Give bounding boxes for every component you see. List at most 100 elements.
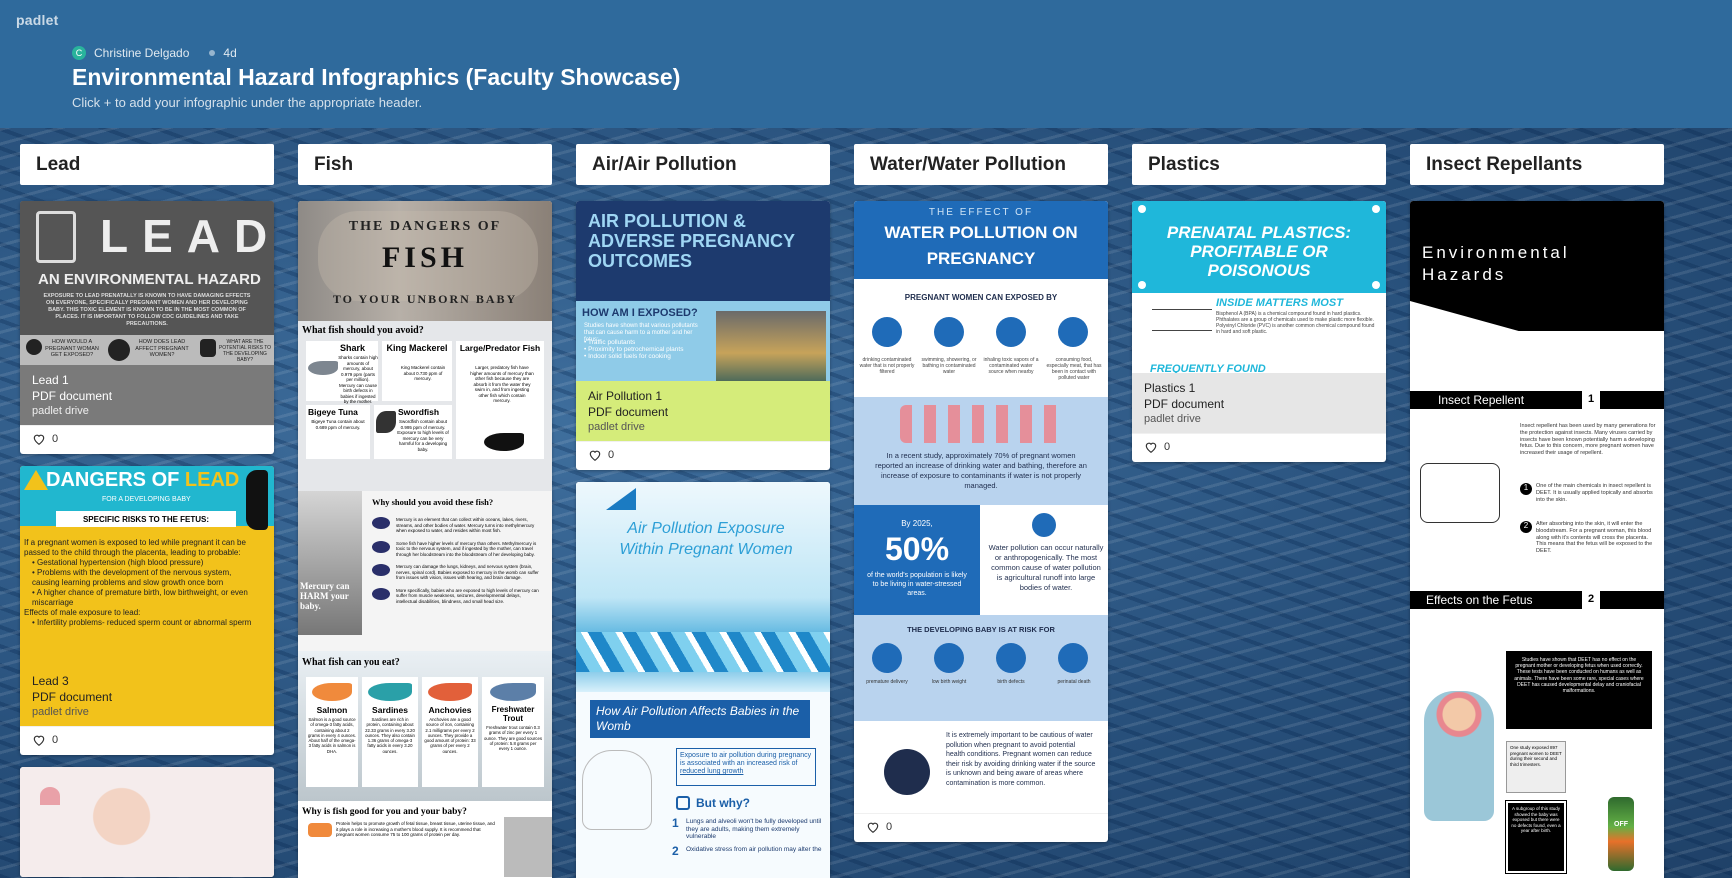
author-avatar[interactable]: C [72, 46, 86, 60]
card-footer: 0 [576, 441, 830, 470]
fish-bullet-icon [372, 540, 390, 553]
column-air-pollution: Air/Air Pollution AIR POLLUTION & ADVERS… [576, 144, 830, 878]
pregnant-silhouette [246, 470, 268, 530]
column-fish: Fish THE DANGERS OF FISH TO YOUR UNBORN … [298, 144, 552, 878]
post-type: PDF document [588, 405, 669, 419]
author-row: C Christine Delgado 4d [72, 46, 237, 60]
card-meta[interactable]: Lead 1 PDF document padlet drive [20, 365, 274, 425]
lungs-icon [582, 750, 652, 830]
column-header-water-pollution[interactable]: Water/Water Pollution [854, 144, 1108, 185]
molecule-icon [1152, 309, 1212, 331]
heart-icon[interactable] [866, 820, 880, 834]
baby-icon [934, 643, 964, 673]
anchovy-icon [428, 683, 472, 701]
post-thumbnail[interactable]: THE EFFECT OF WATER POLLUTION ON PREGNAN… [854, 201, 1108, 813]
post-type: PDF document [32, 690, 113, 704]
food-photo [504, 817, 552, 877]
column-water-pollution: Water/Water Pollution THE EFFECT OF WATE… [854, 144, 1108, 842]
card-footer: 0 [1132, 433, 1386, 462]
factory-smoke-illustration [716, 311, 826, 381]
column-insect-repellants: Insect Repellants Environmental Hazards … [1410, 144, 1664, 878]
post-card-fish[interactable]: THE DANGERS OF FISH TO YOUR UNBORN BABY … [298, 201, 552, 878]
heart-icon[interactable] [588, 448, 602, 462]
off-spray-can: OFF [1608, 797, 1634, 871]
card-meta[interactable]: Air Pollution 1 PDF document padlet driv… [576, 381, 830, 441]
column-header-insect-repellants[interactable]: Insect Repellants [1410, 144, 1664, 185]
lead-symbol-icon [108, 339, 130, 361]
post-card-lead-1[interactable]: LEAD AN ENVIRONMENTAL HAZARD EXPOSURE TO… [20, 201, 274, 454]
post-source: padlet drive [588, 421, 645, 433]
baby-crib-icon [200, 339, 216, 357]
post-thumbnail[interactable]: THE DANGERS OF FISH TO YOUR UNBORN BABY … [298, 201, 552, 878]
post-card-baby-photo[interactable] [20, 767, 274, 877]
post-card-air-2[interactable]: Air Pollution Exposure Within Pregnant W… [576, 482, 830, 878]
fish-bullet-icon [372, 564, 390, 576]
pregnant-woman-icon [26, 339, 42, 355]
heart-decoration [40, 787, 60, 805]
tombstone-icon [1058, 643, 1088, 673]
post-source: padlet drive [32, 405, 89, 417]
column-plastics: Plastics PRENATAL PLASTICS: PROFITABLE O… [1132, 144, 1386, 462]
column-lead: Lead LEAD AN ENVIRONMENTAL HAZARD EXPOSU… [20, 144, 274, 877]
trout-icon [490, 683, 536, 701]
geometric-pattern [576, 632, 830, 672]
post-title: Plastics 1 [1144, 381, 1196, 395]
pregnant-belly-icon [884, 749, 930, 795]
post-thumbnail[interactable]: Air Pollution Exposure Within Pregnant W… [576, 482, 830, 878]
faucet-icon [872, 317, 902, 347]
post-age: 4d [223, 46, 237, 60]
column-header-air-pollution[interactable]: Air/Air Pollution [576, 144, 830, 185]
gas-pump-icon [36, 211, 76, 263]
card-meta[interactable]: Lead 3 PDF document padlet drive [20, 666, 274, 726]
padlet-logo[interactable]: padlet [16, 12, 59, 28]
like-count: 0 [52, 734, 59, 746]
women-icons-row [900, 405, 1064, 443]
card-footer: 0 [20, 726, 274, 755]
post-thumbnail[interactable]: LEAD AN ENVIRONMENTAL HAZARD EXPOSURE TO… [20, 201, 274, 381]
column-header-fish[interactable]: Fish [298, 144, 552, 185]
author-name[interactable]: Christine Delgado [94, 46, 190, 60]
salmon-fillet-icon [308, 823, 332, 837]
post-card-lead-3[interactable]: DANGERS OF LEAD FOR A DEVELOPING BABY SP… [20, 466, 274, 755]
heart-icon[interactable] [1144, 440, 1158, 454]
heart-icon[interactable] [32, 733, 46, 747]
fish-bullet-icon [372, 587, 390, 600]
post-thumbnail[interactable]: AIR POLLUTION & ADVERSE PREGNANCY OUTCOM… [576, 201, 830, 381]
post-thumbnail[interactable]: DANGERS OF LEAD FOR A DEVELOPING BABY SP… [20, 466, 274, 666]
shower-icon [934, 317, 964, 347]
baby-photo[interactable] [20, 767, 274, 877]
salmon-icon [312, 683, 352, 701]
post-card-water[interactable]: THE EFFECT OF WATER POLLUTION ON PREGNAN… [854, 201, 1108, 842]
cow-icon [1058, 317, 1088, 347]
paper-plane-icon [606, 488, 636, 510]
pointer-icon [676, 796, 690, 810]
post-title: Lead 3 [32, 674, 69, 688]
heart-icon[interactable] [32, 432, 46, 446]
deet-molecule-icon [1420, 463, 1500, 523]
incubator-icon [872, 643, 902, 673]
like-count: 0 [1164, 441, 1171, 453]
column-header-plastics[interactable]: Plastics [1132, 144, 1386, 185]
fish-bullet-icon [372, 517, 390, 529]
separator-dot [209, 50, 216, 56]
card-meta[interactable]: Plastics 1 PDF document padlet drive [1132, 373, 1386, 433]
post-title: Lead 1 [32, 373, 69, 387]
post-thumbnail[interactable]: PRENATAL PLASTICS: PROFITABLE OR POISONO… [1132, 201, 1386, 381]
water-cycle-icon [1032, 513, 1056, 537]
post-card-air-1[interactable]: AIR POLLUTION & ADVERSE PREGNANCY OUTCOM… [576, 201, 830, 470]
swordfish-icon [376, 411, 396, 433]
post-thumbnail[interactable]: Environmental Hazards Insect Repellent 1… [1410, 201, 1664, 878]
like-count: 0 [886, 821, 893, 833]
like-count: 0 [52, 433, 59, 445]
column-header-lead[interactable]: Lead [20, 144, 274, 185]
lungs-icon [996, 317, 1026, 347]
board-subtitle: Click + to add your infographic under th… [72, 95, 423, 110]
post-source: padlet drive [32, 706, 89, 718]
card-footer: 0 [20, 425, 274, 454]
post-card-plastics-1[interactable]: PRENATAL PLASTICS: PROFITABLE OR POISONO… [1132, 201, 1386, 462]
brain-icon [996, 643, 1026, 673]
post-card-insect-repellent[interactable]: Environmental Hazards Insect Repellent 1… [1410, 201, 1664, 878]
board-header: padlet C Christine Delgado 4d Environmen… [0, 0, 1732, 128]
board-title: Environmental Hazard Infographics (Facul… [72, 64, 681, 90]
post-title: Air Pollution 1 [588, 389, 663, 403]
